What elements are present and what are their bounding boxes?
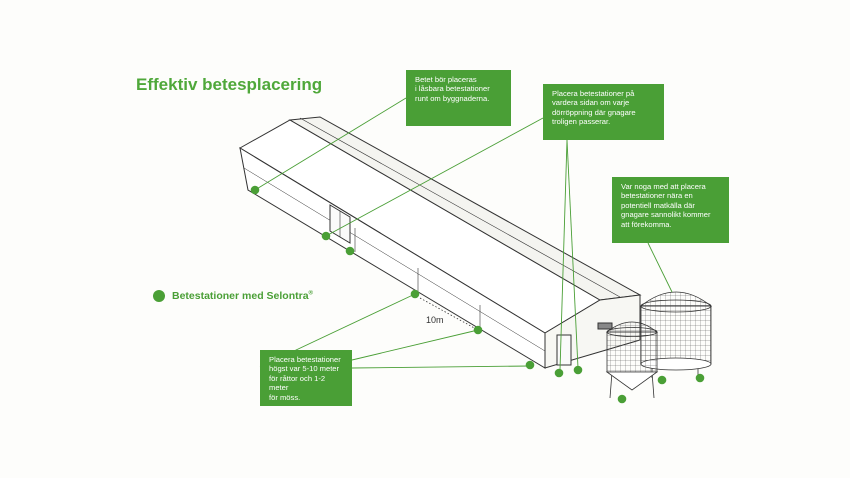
bait-station-marker [410,289,420,299]
leader-doors-1 [325,117,544,237]
callout-food: Var noga med att placera betestationer n… [612,177,729,243]
barn [239,116,642,369]
bait-station-marker [573,365,583,375]
distance-line [419,297,479,331]
registered-mark: ® [308,290,313,297]
barn-end-door [556,334,572,366]
callout-spacing: Placera betestationer högst var 5-10 met… [260,350,352,406]
leader-doors-2 [559,139,568,371]
silos [605,291,713,399]
leader-spacing-2 [351,329,479,361]
bait-station-marker [695,373,705,383]
legend-label: Betestationer med Selontra® [172,290,313,302]
leader-buildings [254,97,407,191]
leader-lines [254,97,673,371]
callout-doors-text: Placera betestationer på vardera sidan o… [552,89,636,127]
bait-station-marker [525,360,535,370]
bait-station-marker [554,368,564,378]
bait-station-marker [657,375,667,385]
callout-food-text: Var noga med att placera betestationer n… [621,182,711,229]
callout-buildings-text: Betet bör placeras i låsbara betestation… [415,75,490,103]
leader-spacing-3 [351,365,531,369]
legend-marker-icon [153,290,165,302]
bait-station-marker [345,246,355,256]
bait-station-marker [250,185,260,195]
bait-stations [250,185,705,404]
barn-end-window [597,322,613,330]
leader-doors-3 [566,139,579,369]
page-title: Effektiv betesplacering [136,75,323,94]
callout-doors: Placera betestationer på vardera sidan o… [543,84,664,140]
callout-buildings: Betet bör placeras i låsbara betestation… [406,70,511,126]
bait-station-marker [321,231,331,241]
legend: Betestationer med Selontra® [153,290,313,302]
bait-station-marker [617,394,627,404]
distance-label: 10m [426,315,444,325]
bait-station-marker [473,325,483,335]
silo-small [605,321,659,399]
leader-food [647,242,673,293]
callout-spacing-text: Placera betestationer högst var 5-10 met… [269,355,341,402]
